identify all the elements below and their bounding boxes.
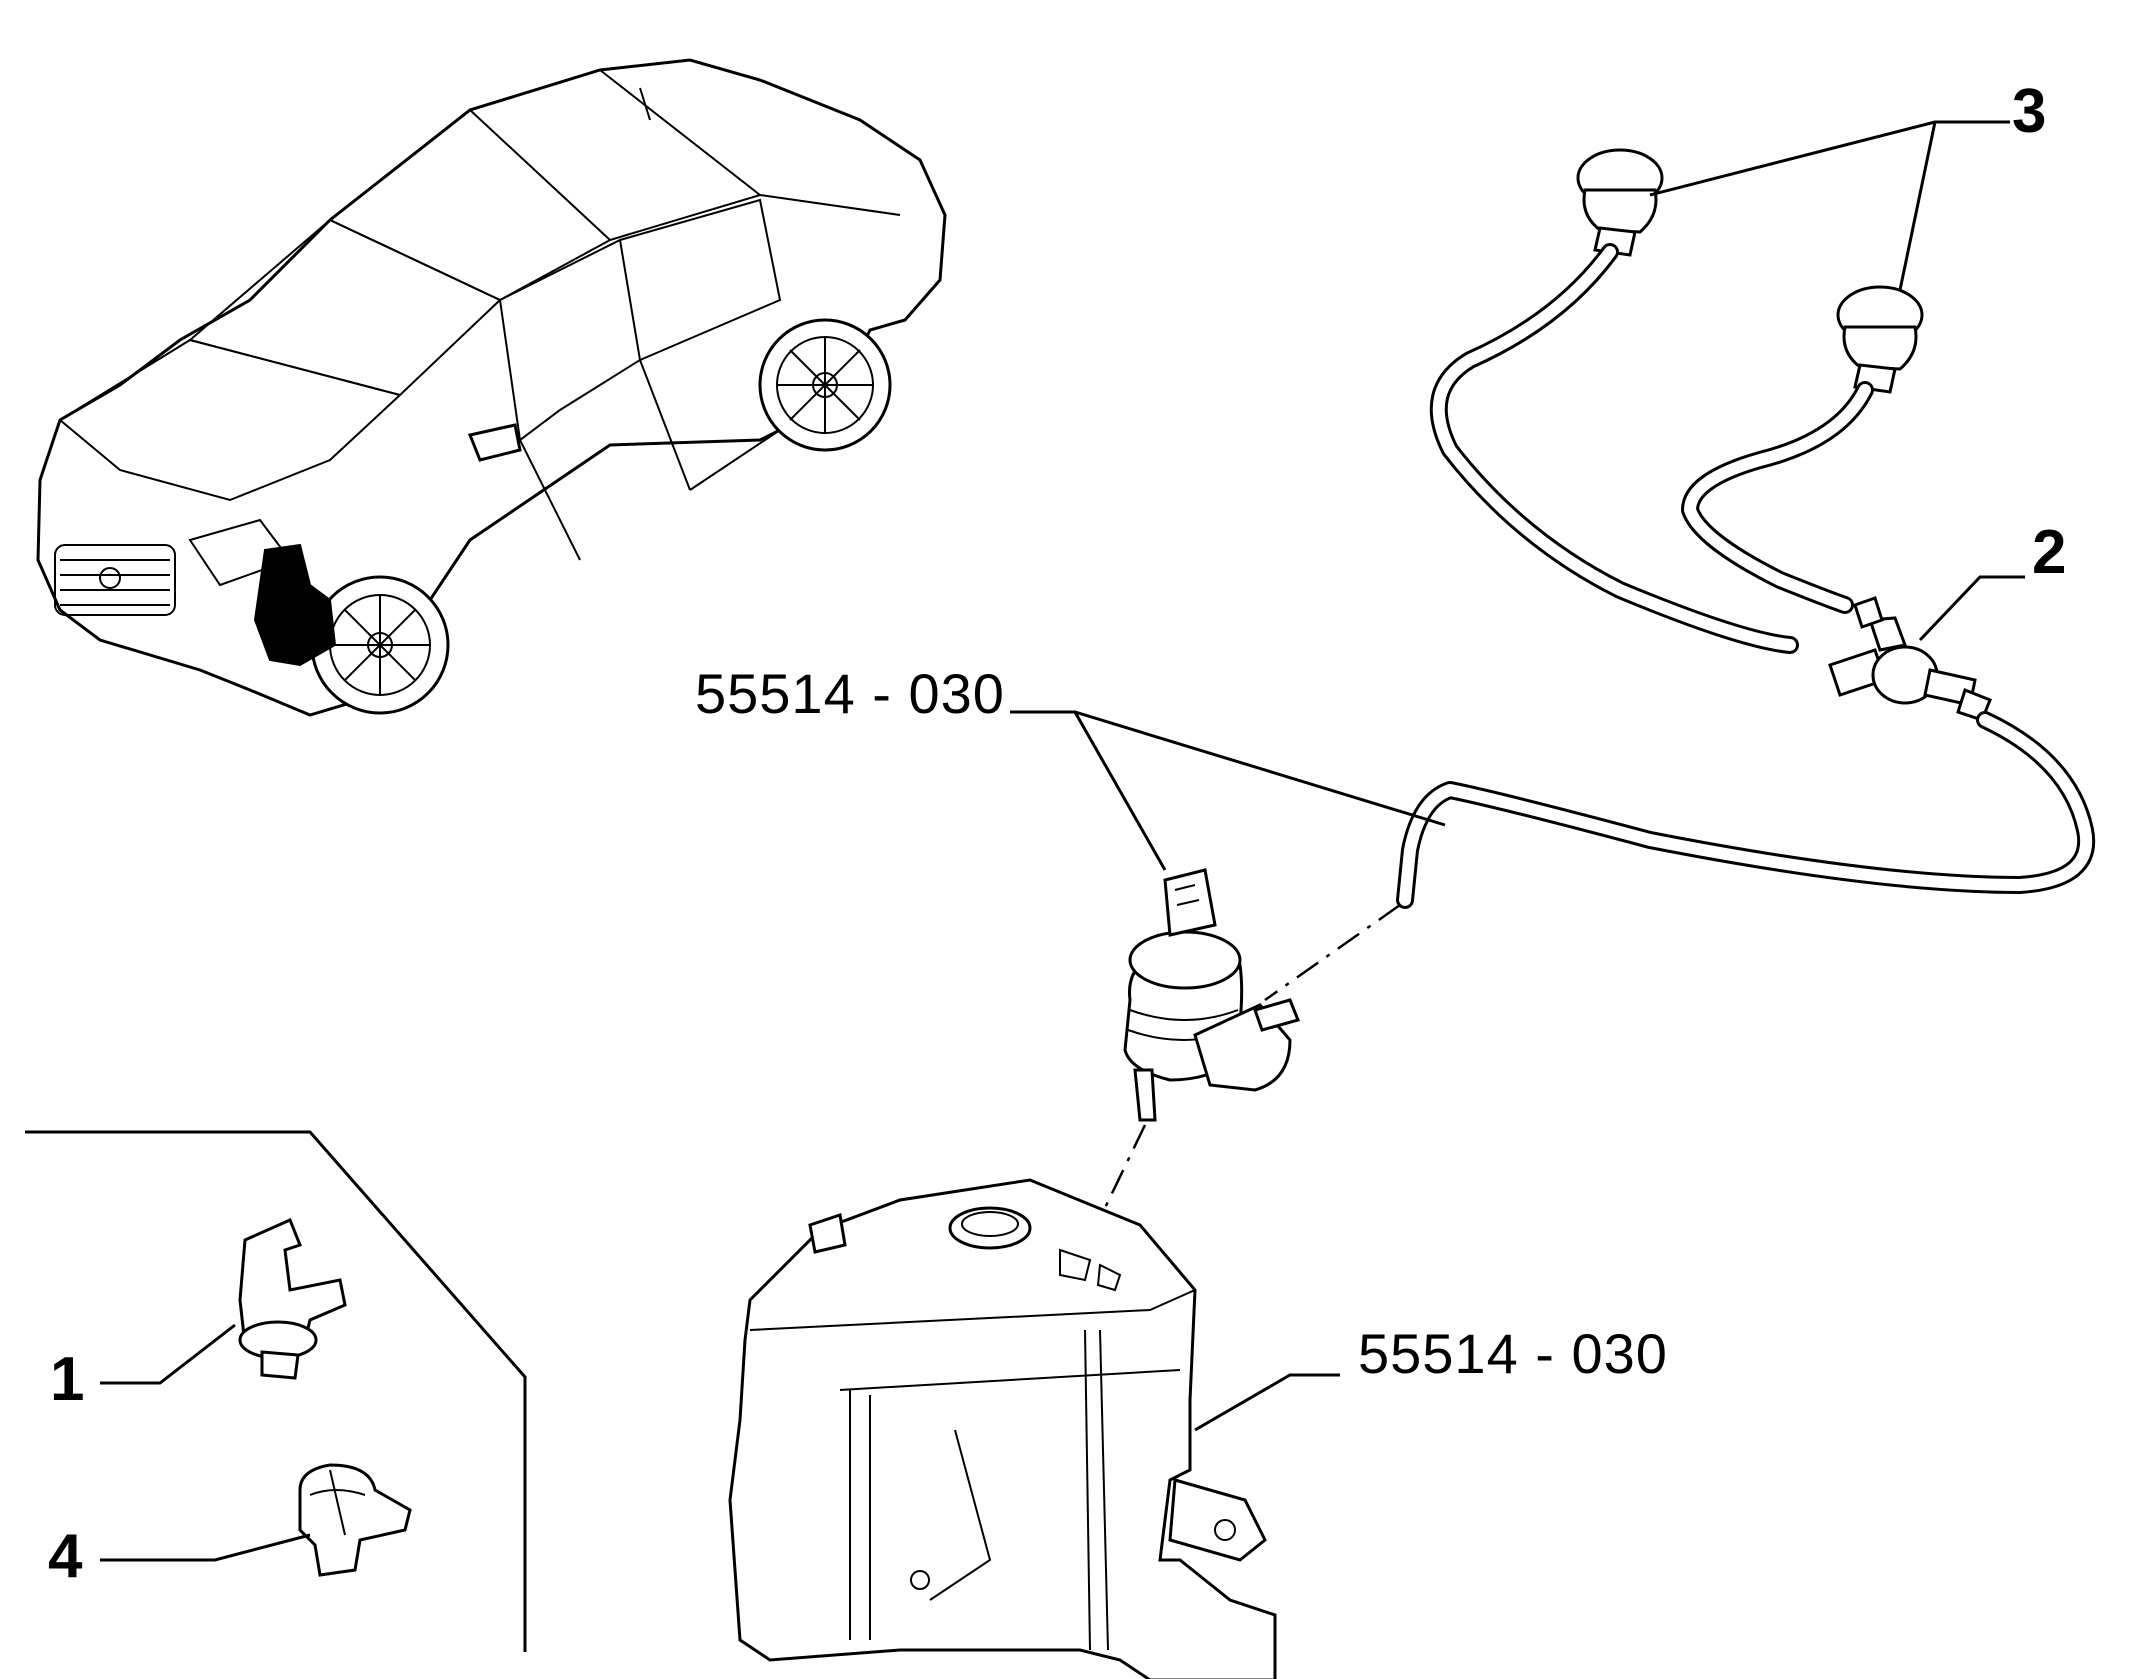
callout-4: 4 [48, 1522, 83, 1591]
callout-1: 1 [50, 1345, 84, 1414]
callout-3: 3 [2012, 77, 2046, 146]
washer-pump-icon [1123, 868, 1301, 1122]
callout-tank-ref: 55514 - 030 [1358, 1322, 1668, 1385]
washer-reservoir-icon [728, 1178, 1277, 1679]
main-hose [1396, 711, 2096, 909]
leader-lines [100, 120, 2025, 1562]
washer-nozzle-icon [1576, 148, 1924, 394]
hose-clip-icon [238, 1217, 347, 1380]
assembly-line [1264, 903, 1401, 1002]
callout-2: 2 [2032, 518, 2066, 587]
nozzle-hoses [1429, 243, 1874, 654]
inset-frame [25, 1130, 527, 1652]
hose-clip-icon [298, 1463, 412, 1577]
check-valve-icon [1828, 596, 1992, 722]
callout-pump-ref: 55514 - 030 [695, 662, 1005, 725]
car-sedan-icon [36, 58, 947, 717]
